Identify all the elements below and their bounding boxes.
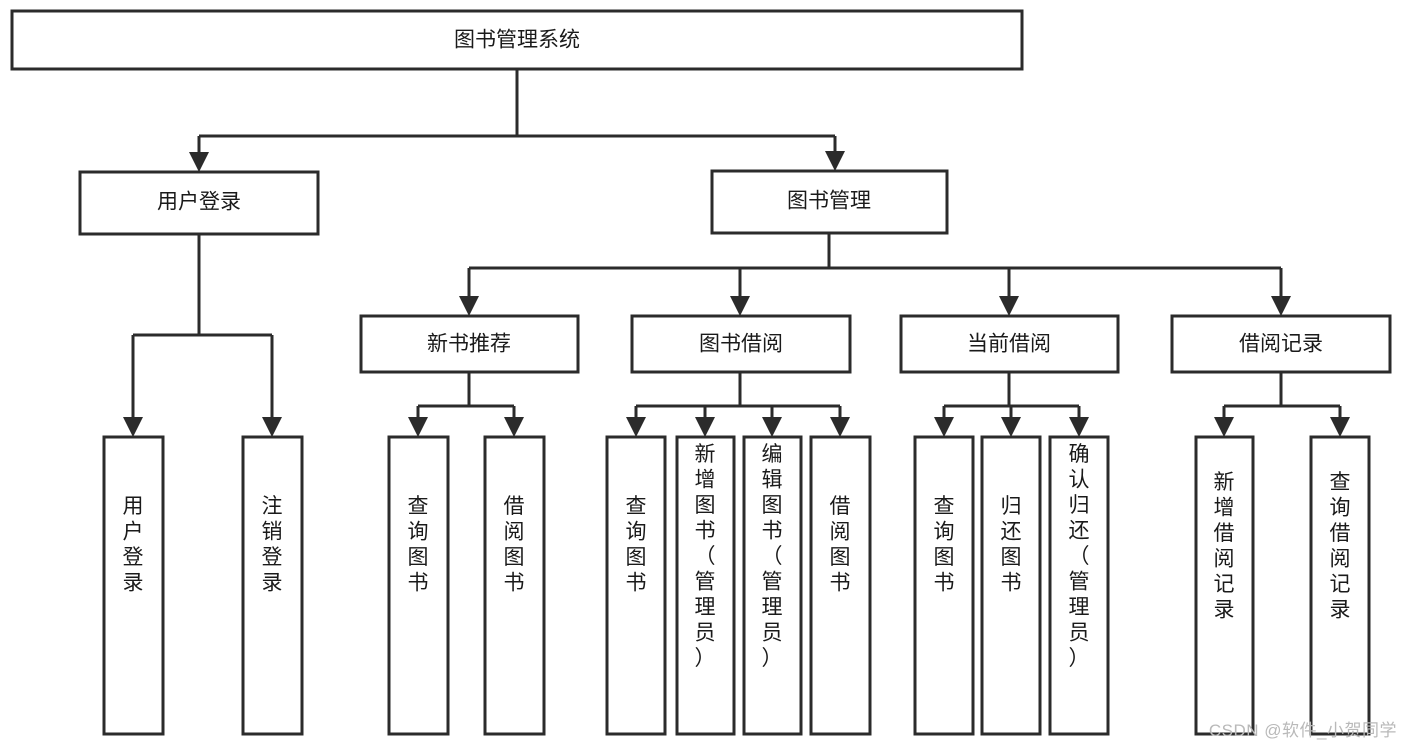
arrow-head-book-borrow <box>730 296 750 316</box>
node-leaf-query-record-label: 查询借阅记录 <box>1330 471 1351 622</box>
node-leaf-return-book-label: 归还图书 <box>1001 495 1022 595</box>
arrow-head-leaf-borrow-book-1 <box>504 417 524 437</box>
node-leaf-query-book-1[interactable]: 查询图书 <box>387 435 450 736</box>
node-leaf-query-book-3[interactable]: 查询图书 <box>913 435 975 736</box>
node-new-book-rec[interactable]: 新书推荐 <box>359 314 580 374</box>
arrow-head-leaf-query-record <box>1330 417 1350 437</box>
node-leaf-add-record-box[interactable] <box>1194 435 1255 736</box>
node-new-book-rec-box[interactable] <box>359 314 580 374</box>
arrow-head-leaf-logout <box>262 417 282 437</box>
node-leaf-user-login-label: 用户登录 <box>123 495 144 595</box>
node-leaf-return-book-box[interactable] <box>980 435 1042 736</box>
edge-book-mgmt-to-level3 <box>467 233 1283 304</box>
arrow-head-leaf-confirm-return <box>1069 417 1089 437</box>
node-user-login-label: 用户登录 <box>157 191 241 214</box>
node-leaf-user-login-box[interactable] <box>102 435 165 736</box>
edge-current-borrow-to-leaves <box>942 372 1081 425</box>
arrow-head-leaf-add-record <box>1214 417 1234 437</box>
edge-user-login-to-leaves <box>131 234 274 425</box>
node-leaf-query-book-2[interactable]: 查询图书 <box>605 435 667 736</box>
node-leaf-confirm-return-label: 确认归还（管理员） <box>1069 443 1090 670</box>
node-current-borrow[interactable]: 当前借阅 <box>899 314 1120 374</box>
node-current-borrow-box[interactable] <box>899 314 1120 374</box>
node-leaf-query-book-1-label: 查询图书 <box>408 495 429 595</box>
node-leaf-borrow-book-2-box[interactable] <box>809 435 872 736</box>
node-leaf-logout-box[interactable] <box>241 435 304 736</box>
node-root-box[interactable] <box>10 9 1024 71</box>
node-borrow-record[interactable]: 借阅记录 <box>1170 314 1392 374</box>
node-user-login[interactable]: 用户登录 <box>78 170 320 236</box>
arrow-head-leaf-query-book-1 <box>408 417 428 437</box>
node-current-borrow-label: 当前借阅 <box>967 333 1051 356</box>
node-leaf-query-record[interactable]: 查询借阅记录 <box>1309 435 1371 736</box>
arrow-head-user-login <box>189 152 209 172</box>
arrow-head-new-book-rec <box>459 296 479 316</box>
arrow-head-leaf-add-book <box>695 417 715 437</box>
edge-root-to-level2 <box>197 69 837 160</box>
node-root-label: 图书管理系统 <box>454 29 580 52</box>
node-leaf-confirm-return-box[interactable] <box>1048 435 1110 736</box>
node-leaf-query-book-2-label: 查询图书 <box>626 495 647 595</box>
node-leaf-logout[interactable]: 注销登录 <box>241 435 304 736</box>
node-leaf-confirm-return[interactable]: 确认归还（管理员） <box>1048 435 1110 736</box>
node-leaf-borrow-book-1[interactable]: 借阅图书 <box>483 435 546 736</box>
node-leaf-edit-book[interactable]: 编辑图书（管理员） <box>742 435 803 736</box>
node-leaf-borrow-book-1-box[interactable] <box>483 435 546 736</box>
arrow-head-current-borrow <box>999 296 1019 316</box>
node-layer: 图书管理系统 用户登录 图书管理 新书推荐 图书借阅 <box>10 9 1392 736</box>
node-book-mgmt[interactable]: 图书管理 <box>710 169 949 235</box>
arrow-head-leaf-edit-book <box>762 417 782 437</box>
node-leaf-add-book-label: 新增图书（管理员） <box>695 443 716 670</box>
node-leaf-add-record[interactable]: 新增借阅记录 <box>1194 435 1255 736</box>
connector-layer <box>123 69 1350 437</box>
node-leaf-borrow-book-2-label: 借阅图书 <box>830 495 851 595</box>
node-book-mgmt-label: 图书管理 <box>787 190 871 213</box>
node-leaf-query-book-3-label: 查询图书 <box>934 495 955 595</box>
arrow-head-book-mgmt <box>825 151 845 171</box>
arrow-head-borrow-record <box>1271 296 1291 316</box>
node-leaf-add-record-label: 新增借阅记录 <box>1214 471 1235 622</box>
node-leaf-query-book-1-box[interactable] <box>387 435 450 736</box>
edge-borrow-record-to-leaves <box>1222 372 1342 425</box>
arrow-head-leaf-query-book-2 <box>626 417 646 437</box>
arrow-head-leaf-return-book <box>1001 417 1021 437</box>
node-leaf-borrow-book-2[interactable]: 借阅图书 <box>809 435 872 736</box>
node-root[interactable]: 图书管理系统 <box>10 9 1024 71</box>
node-user-login-box[interactable] <box>78 170 320 236</box>
node-leaf-add-book[interactable]: 新增图书（管理员） <box>675 435 736 736</box>
node-leaf-edit-book-label: 编辑图书（管理员） <box>762 443 783 670</box>
node-book-mgmt-box[interactable] <box>710 169 949 235</box>
node-leaf-logout-label: 注销登录 <box>262 495 283 595</box>
node-leaf-add-book-box[interactable] <box>675 435 736 736</box>
node-leaf-edit-book-box[interactable] <box>742 435 803 736</box>
node-leaf-query-book-3-box[interactable] <box>913 435 975 736</box>
node-borrow-record-box[interactable] <box>1170 314 1392 374</box>
node-book-borrow[interactable]: 图书借阅 <box>630 314 852 374</box>
edge-book-borrow-to-leaves <box>634 372 842 425</box>
node-leaf-user-login[interactable]: 用户登录 <box>102 435 165 736</box>
edge-new-book-rec-to-leaves <box>416 372 516 425</box>
arrow-head-leaf-query-book-3 <box>934 417 954 437</box>
node-book-borrow-label: 图书借阅 <box>699 333 783 356</box>
node-book-borrow-box[interactable] <box>630 314 852 374</box>
node-leaf-return-book[interactable]: 归还图书 <box>980 435 1042 736</box>
node-leaf-query-book-2-box[interactable] <box>605 435 667 736</box>
arrow-head-leaf-borrow-book-2 <box>830 417 850 437</box>
node-borrow-record-label: 借阅记录 <box>1239 333 1323 356</box>
node-leaf-borrow-book-1-label: 借阅图书 <box>504 495 525 595</box>
node-new-book-rec-label: 新书推荐 <box>427 333 511 356</box>
csdn-watermark: CSDN @软件_小贺同学 <box>1208 721 1397 740</box>
node-leaf-query-record-box[interactable] <box>1309 435 1371 736</box>
arrow-head-leaf-user-login <box>123 417 143 437</box>
